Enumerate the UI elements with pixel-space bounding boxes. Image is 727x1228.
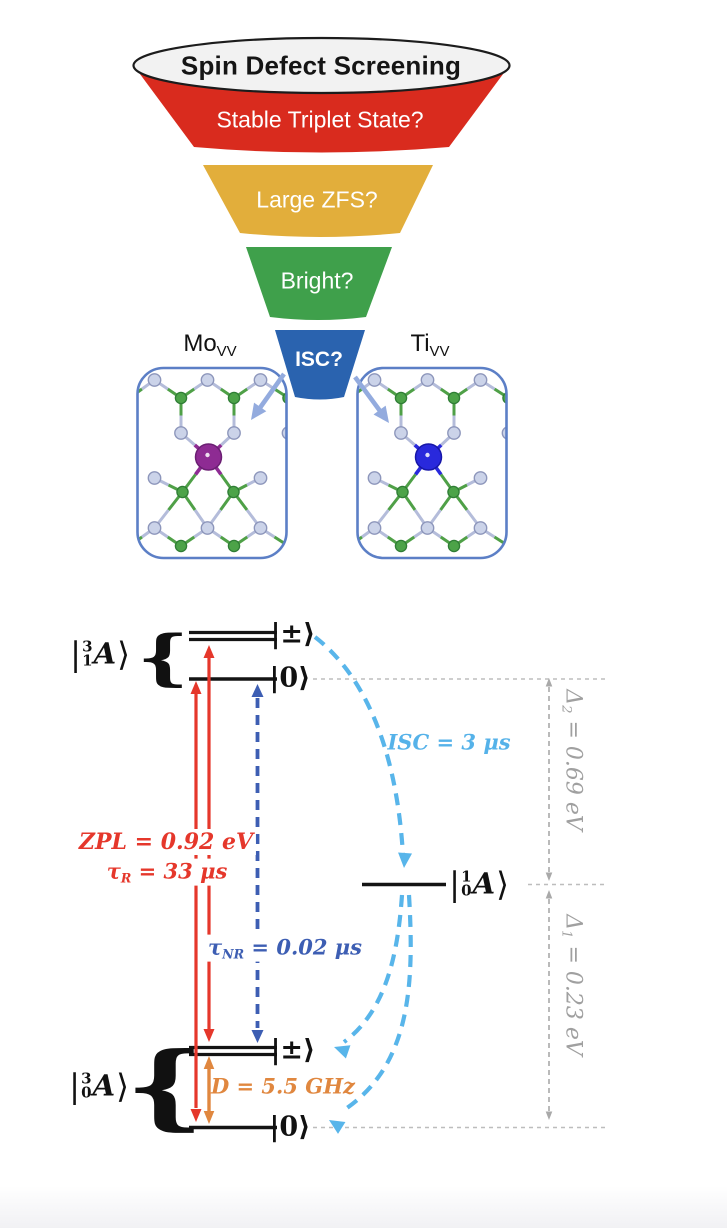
isc-curve-to-ground-plus <box>342 894 405 1044</box>
funnel-stage-isc <box>275 330 365 400</box>
tau-symbol: τ <box>106 858 121 884</box>
delta-symbol: Δ <box>560 689 586 706</box>
delta-value: = 0.69 eV <box>560 713 586 831</box>
ground-plus-label: |±⟩ <box>270 1034 316 1066</box>
ket-superscript: 3 <box>82 637 93 656</box>
candidate-label-ti: TiVV <box>410 330 449 360</box>
isc-curve-to-ground-zero <box>345 894 413 1110</box>
radiative-lifetime-annotation: τR = 33 μs <box>103 858 231 886</box>
tau-value: = 33 μs <box>131 858 228 884</box>
delta2-dimension-line <box>545 678 553 881</box>
ground-zero-label: |0⟩ <box>269 1111 311 1143</box>
delta2-annotation: Δ2 = 0.69 eV <box>559 689 586 831</box>
excited-zero-label: |0⟩ <box>269 662 311 694</box>
tau-subscript: R <box>120 870 132 886</box>
candidate-mo-symbol: Mo <box>183 330 217 357</box>
excited-triplet-brace: { <box>136 622 190 693</box>
crystal-lattice-ti <box>357 373 507 553</box>
delta-symbol: Δ <box>560 914 586 931</box>
isc-pathways <box>313 635 413 1134</box>
tau-symbol: τ <box>208 934 223 960</box>
candidate-ti-subscript: VV <box>429 343 450 360</box>
zfs-annotation: D = 5.5 GHz <box>211 1073 355 1099</box>
funnel-stage-label-bright: Bright? <box>280 267 354 294</box>
funnel-to-ti-arrow <box>353 375 389 423</box>
funnel-to-mo-arrow <box>251 372 286 420</box>
funnel-bowl-ellipse <box>132 36 511 95</box>
funnel-stage-label-isc: ISC? <box>295 348 343 371</box>
ket-bar: | <box>69 1066 81 1106</box>
screening-funnel <box>132 36 511 400</box>
nonradiative-lifetime-annotation: τNR = 0.02 μs <box>206 934 364 962</box>
ket-letter: A <box>93 636 117 671</box>
candidate-ti-symbol: Ti <box>410 330 430 357</box>
funnel-stage-label-triplet: Stable Triplet State? <box>216 106 424 133</box>
delta1-dimension-line <box>545 890 553 1120</box>
ket-letter: A <box>92 1068 116 1103</box>
candidate-label-mo: MoVV <box>183 330 236 360</box>
ket-superscript: 3 <box>81 1069 92 1088</box>
zpl-annotation: ZPL = 0.92 eV <box>75 829 257 855</box>
panel-border-mo <box>136 366 288 560</box>
ket-angle: ⟩ <box>117 634 130 674</box>
isc-curve-to-singlet <box>313 635 406 856</box>
crystal-lattice-mo <box>137 373 287 553</box>
ket-subscript: 1 <box>82 651 93 669</box>
ground-triplet-brace: { <box>125 1032 205 1141</box>
ket-letter: A <box>472 866 496 901</box>
crystal-panel-mo <box>136 366 288 560</box>
isc-annotation: ISC = 3 μs <box>387 729 511 755</box>
zfs-splitting-arrow <box>203 1056 215 1124</box>
funnel-title: Spin Defect Screening <box>180 50 462 81</box>
excited-plus-label: |±⟩ <box>270 618 316 650</box>
funnel-stage-zfs <box>203 165 433 237</box>
crystal-panel-ti <box>356 366 508 560</box>
ket-bar: | <box>70 634 82 674</box>
ket-superscript: 1 <box>461 867 472 886</box>
delta-value: = 0.23 eV <box>560 938 586 1056</box>
funnel-stage-label-zfs: Large ZFS? <box>256 186 378 213</box>
ket-angle: ⟩ <box>496 864 509 904</box>
candidate-mo-subscript: VV <box>216 343 237 360</box>
ket-subscript: 0 <box>461 881 472 899</box>
delta1-annotation: Δ1 = 0.23 eV <box>559 914 586 1056</box>
page-bottom-edge <box>0 1186 727 1228</box>
energy-levels <box>189 630 446 1130</box>
nonradiative-transition-arrow <box>251 684 264 1043</box>
ket-bar: | <box>449 864 461 904</box>
tau-value: = 0.02 μs <box>244 934 362 960</box>
ket-subscript: 0 <box>81 1083 92 1101</box>
funnel-stage-bright <box>246 247 392 320</box>
panel-border-ti <box>356 366 508 560</box>
guide-lines <box>313 678 607 1129</box>
ket-angle: ⟩ <box>116 1066 129 1106</box>
tau-subscript: NR <box>222 946 245 962</box>
